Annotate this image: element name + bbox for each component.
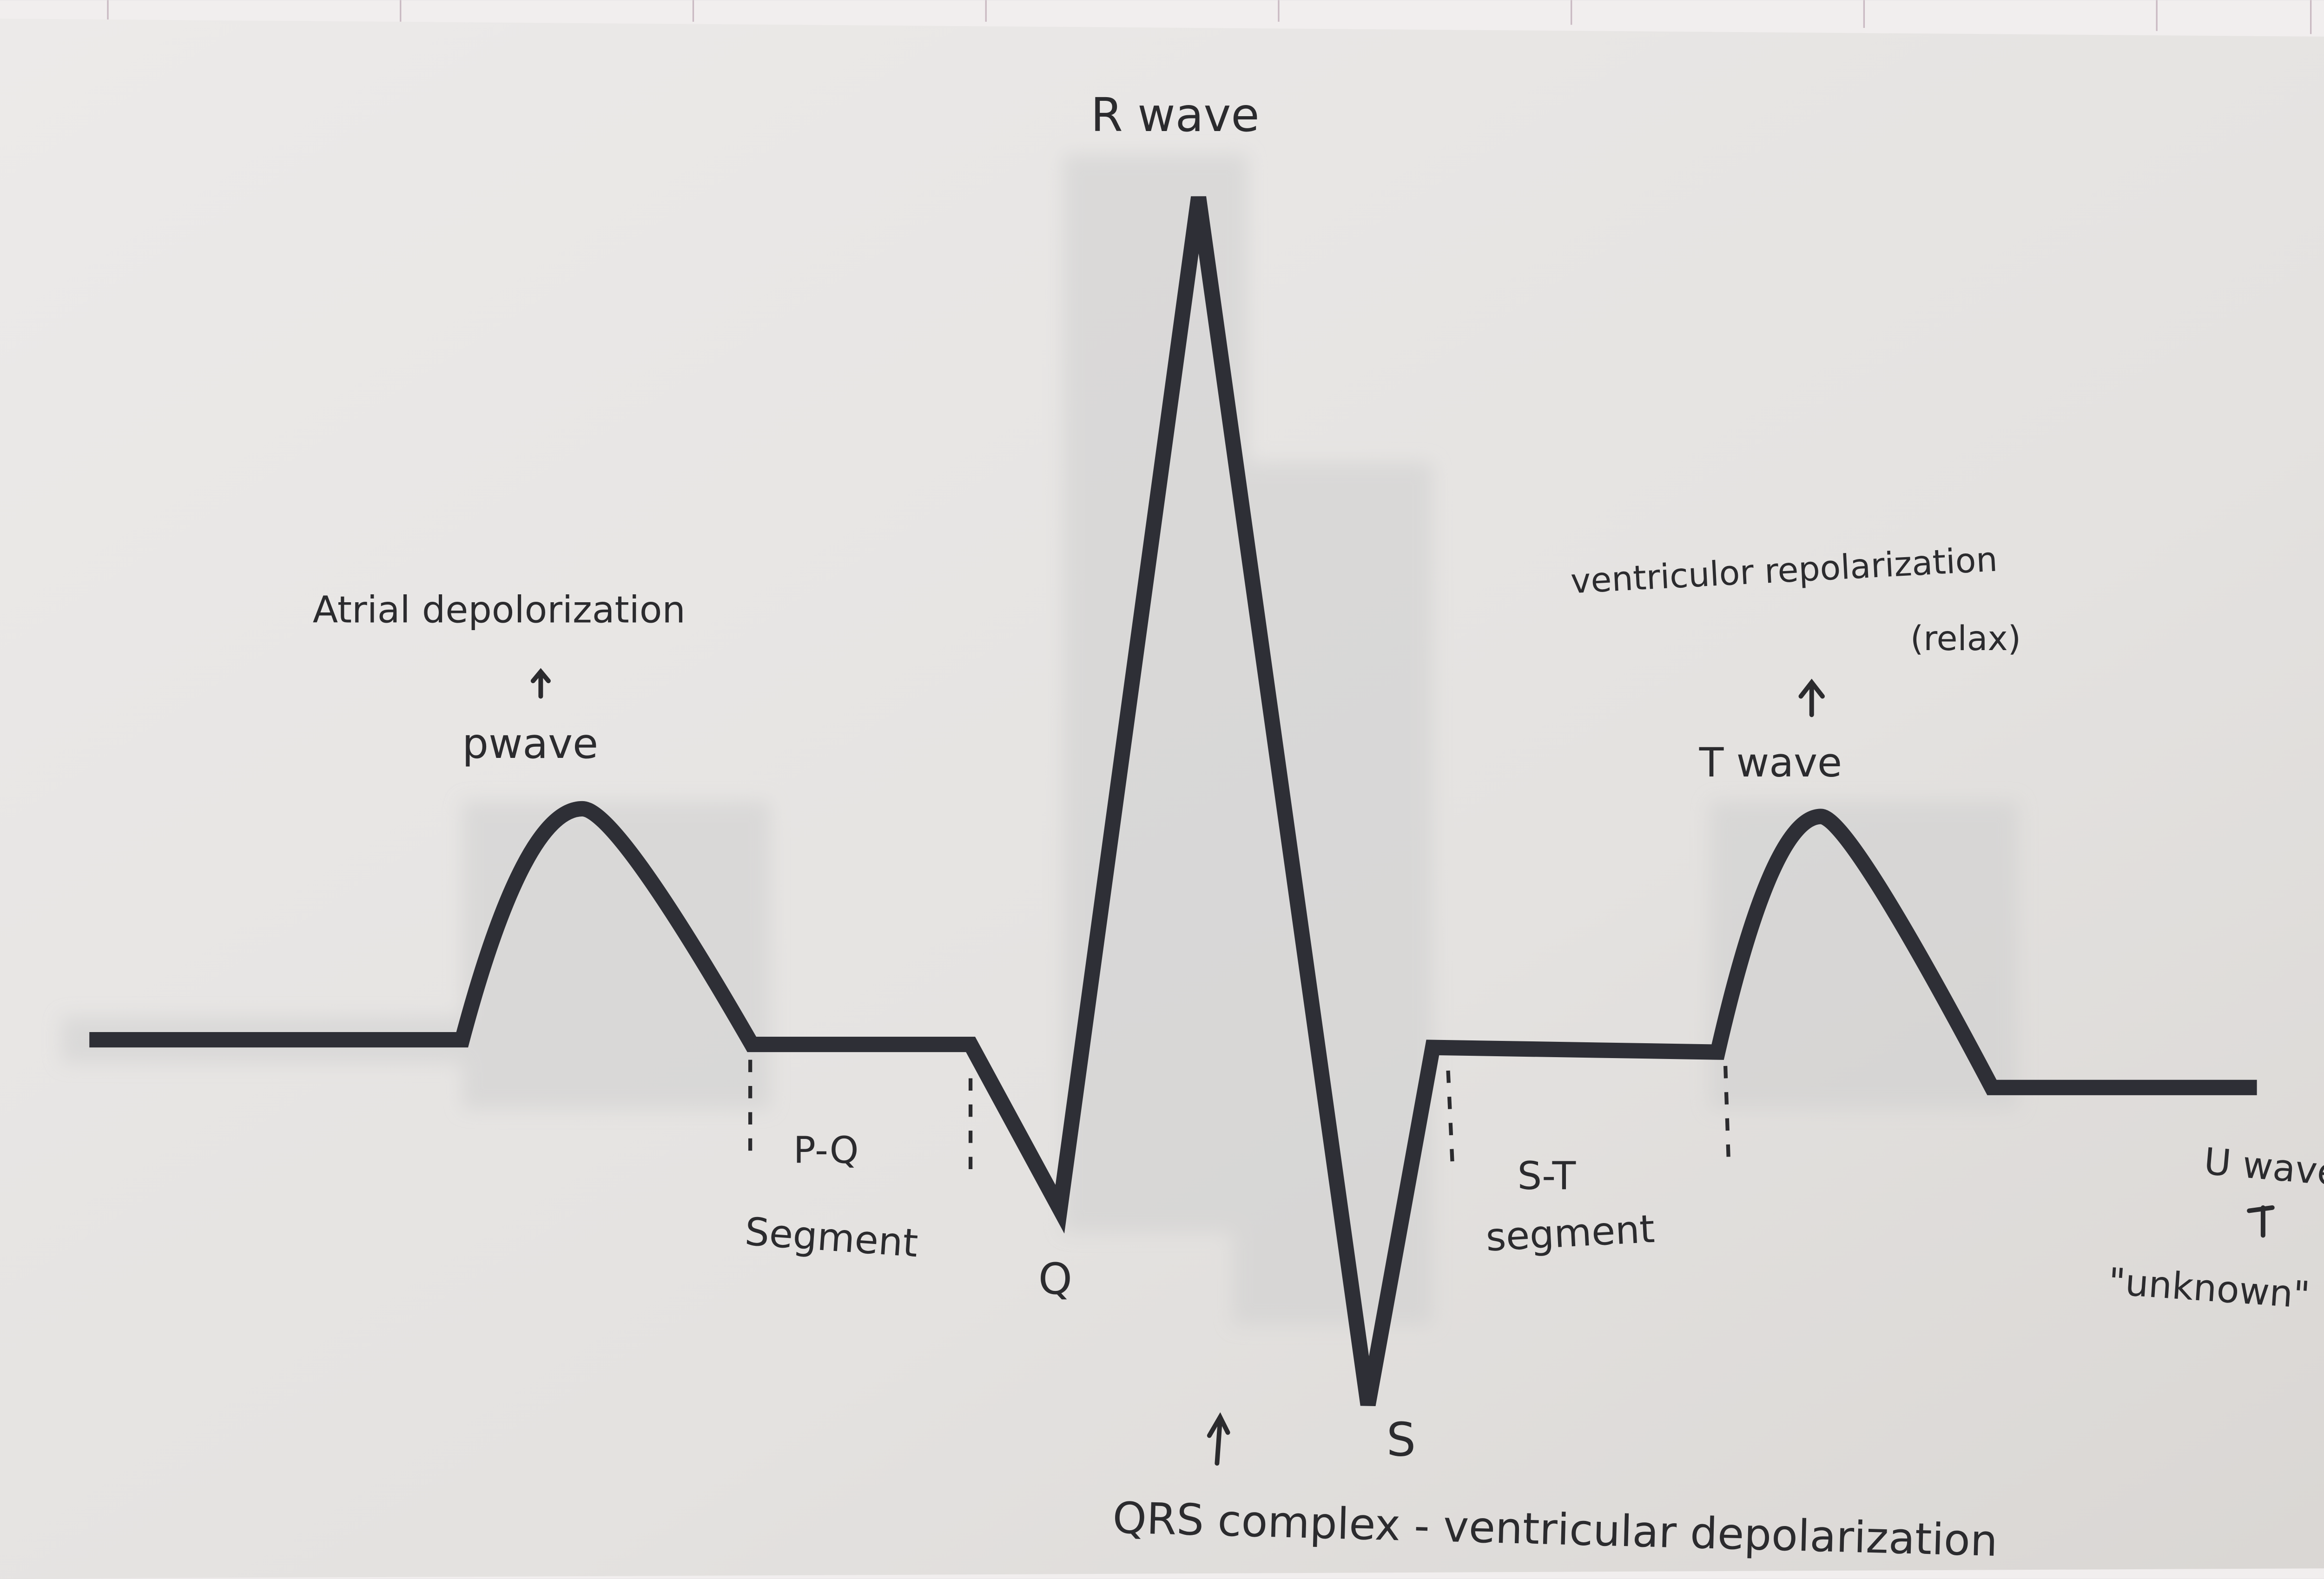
q-label: Q (1038, 1254, 1072, 1304)
st-segment-label-top: S-T (1518, 1153, 1576, 1198)
atrial-depolarization-label: Atrial depolorization (313, 588, 686, 631)
arrow-icons (530, 668, 2275, 1466)
relax-label: (relax) (1910, 619, 2021, 658)
segment-markers (748, 1059, 1730, 1174)
qrs-arrow-icon (1207, 1412, 1230, 1466)
r-wave-label: R wave (1091, 89, 1260, 142)
s-label: S (1386, 1413, 1416, 1467)
pq-segment-label-top: P-Q (793, 1129, 858, 1172)
p-wave-arrow-icon (530, 668, 551, 699)
u-wave-arrow-icon (2247, 1205, 2275, 1238)
t-wave-label: T wave (1699, 740, 1842, 786)
t-wave-arrow-icon (1798, 678, 1825, 717)
p-wave-label: pwave (462, 720, 598, 768)
ecg-trace (89, 196, 2257, 1407)
grid-lines (107, 0, 2312, 34)
st-segment-label-bottom: segment (1485, 1206, 1656, 1260)
